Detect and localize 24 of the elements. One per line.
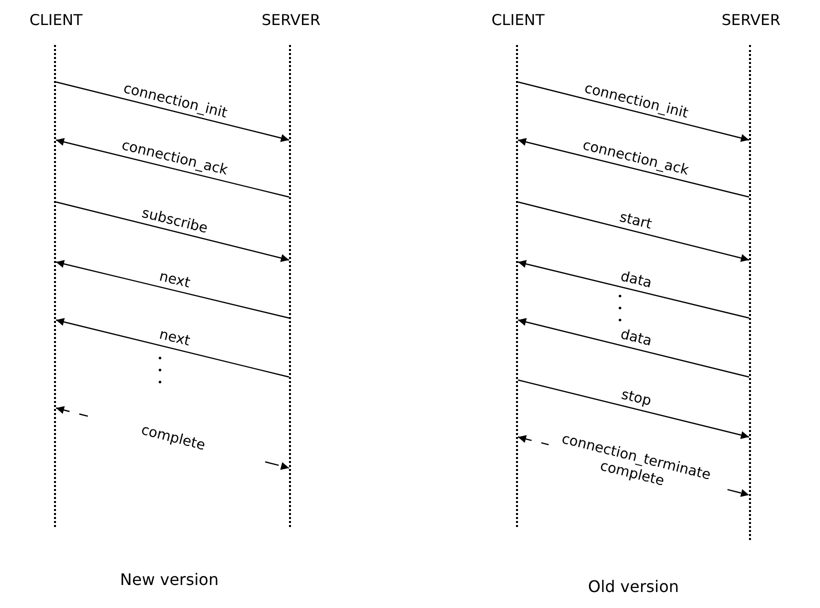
message-label: stop — [619, 386, 652, 411]
arrow — [56, 318, 290, 378]
message-label: start — [618, 209, 654, 234]
participant-label: SERVER — [720, 11, 782, 29]
version-caption: New version — [120, 570, 219, 589]
message-label: subscribe — [140, 205, 210, 238]
arrow — [56, 81, 290, 142]
arrow — [518, 260, 750, 319]
participant-label: CLIENT — [490, 11, 546, 29]
arrow — [56, 201, 290, 262]
message-label: data — [618, 326, 654, 351]
arrow — [518, 201, 750, 262]
participant-label: SERVER — [260, 11, 322, 29]
arrow — [56, 138, 290, 198]
arrow — [518, 138, 750, 198]
arrow — [518, 81, 750, 142]
message-label: next — [158, 268, 192, 292]
arrow — [518, 318, 750, 378]
participant-label: CLIENT — [28, 11, 84, 29]
arrow — [518, 379, 750, 439]
message-label: data — [618, 268, 654, 292]
arrow — [56, 260, 290, 319]
message-label: next — [158, 326, 192, 351]
version-caption: Old version — [588, 577, 679, 596]
